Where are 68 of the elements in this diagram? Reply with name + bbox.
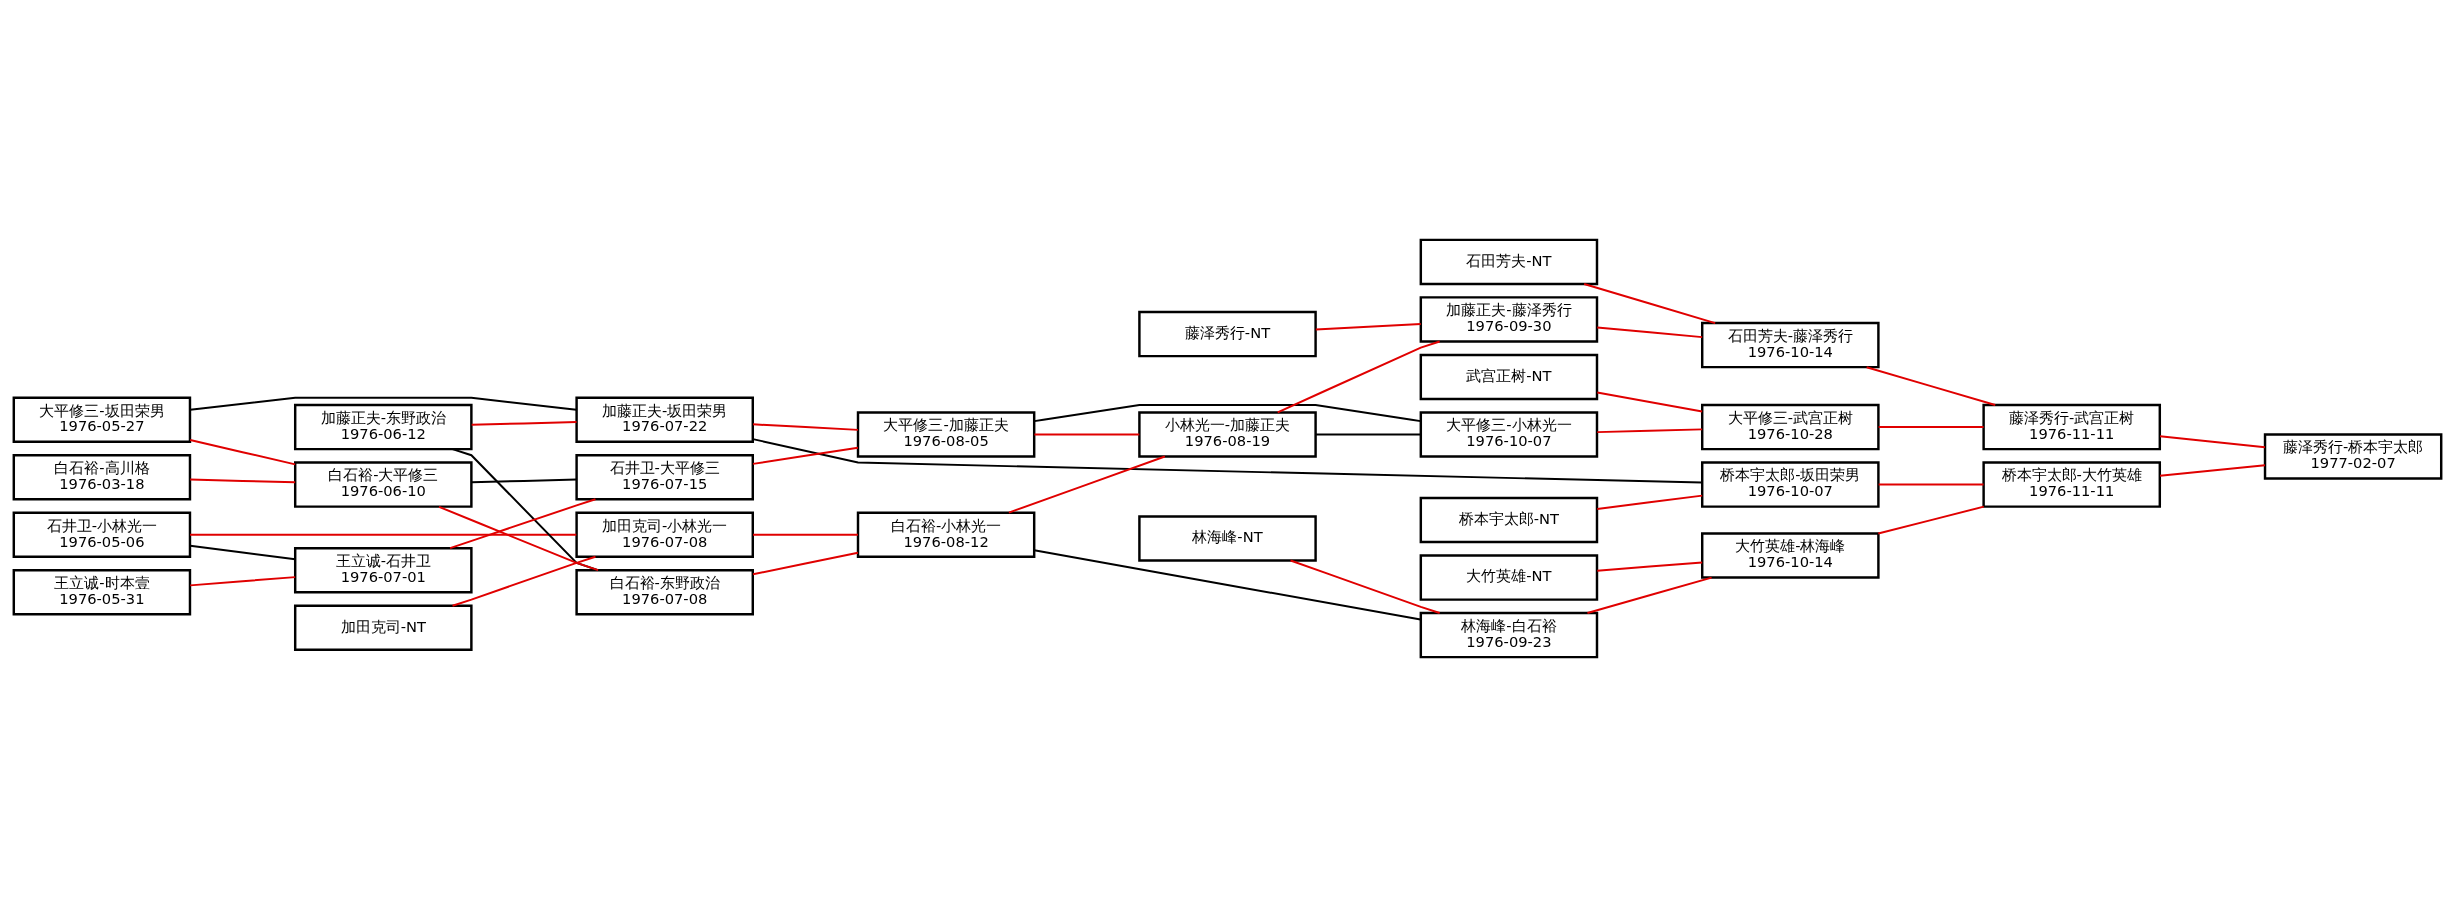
node-box: 石井卫-大平修三 1976-07-15	[575, 454, 754, 501]
connector	[1865, 366, 1997, 406]
node-box: 大平修三-加藤正夫 1976-08-05	[856, 411, 1036, 458]
connector	[1877, 505, 1985, 535]
node-box: 大竹英雄-NT	[1419, 554, 1599, 601]
connector	[1007, 455, 1166, 514]
connector	[189, 544, 297, 561]
connector	[1033, 549, 1422, 621]
node-box: 桥本宇太郎-坂田荣男 1976-10-07	[1701, 461, 1880, 508]
node-box: 加藤正夫-东野政治 1976-06-12	[293, 403, 473, 451]
connector	[449, 498, 597, 550]
node-box: 加田克司-NT	[293, 604, 473, 651]
connector	[1276, 340, 1441, 414]
node-box: 石井卫-小林光一 1976-05-06	[12, 511, 192, 558]
node-box: 白石裕-大平修三 1976-06-10	[293, 461, 473, 508]
node-box: 大平修三-坂田荣男 1976-05-27	[12, 396, 192, 443]
node-box: 加藤正夫-坂田荣男 1976-07-22	[575, 396, 754, 443]
connector	[2159, 435, 2266, 449]
connector	[752, 551, 859, 576]
connector	[1033, 433, 1141, 436]
connector	[1314, 323, 1422, 331]
connector	[1596, 428, 1704, 434]
node-box: 王立诚-石井卫 1976-07-01	[293, 547, 473, 594]
node-box: 大平修三-武宫正树 1976-10-28	[1701, 403, 1880, 451]
node-box: 武宫正树-NT	[1419, 353, 1599, 401]
connector	[752, 533, 859, 536]
connector	[1314, 433, 1422, 436]
connector	[1586, 576, 1713, 614]
connector	[1877, 483, 1985, 486]
connector	[1033, 404, 1422, 423]
node-box: 白石裕-高川格 1976-03-18	[12, 454, 192, 501]
connector	[752, 423, 859, 431]
node-box: 桥本宇太郎-大竹英雄 1976-11-11	[1982, 461, 2162, 508]
node-box: 加田克司-小林光一 1976-07-08	[575, 511, 754, 558]
node-box: 小林光一-加藤正夫 1976-08-19	[1138, 411, 1317, 458]
connector	[189, 576, 297, 587]
connector	[189, 533, 578, 536]
connector	[470, 478, 578, 484]
connector	[1596, 391, 1704, 413]
connector	[752, 438, 1703, 484]
connector	[189, 396, 578, 411]
connector	[1583, 283, 1717, 325]
node-box: 藤泽秀行-NT	[1138, 310, 1317, 358]
node-box: 加藤正夫-藤泽秀行 1976-09-30	[1419, 296, 1599, 343]
node-box: 王立诚-时本壹 1976-05-31	[12, 569, 192, 616]
connector	[189, 439, 297, 466]
connector	[189, 478, 297, 484]
connector	[438, 505, 600, 572]
connector	[1877, 426, 1985, 429]
connector	[470, 421, 578, 426]
node-box: 白石裕-东野政治 1976-07-08	[575, 569, 754, 616]
connector	[1596, 494, 1704, 510]
connector	[1289, 559, 1441, 615]
node-box: 桥本宇太郎-NT	[1419, 496, 1599, 544]
connector	[1596, 561, 1704, 572]
node-box: 林海峰-NT	[1138, 515, 1317, 562]
node-box: 藤泽秀行-桥本宇太郎 1977-02-07	[2263, 433, 2443, 480]
node-box: 白石裕-小林光一 1976-08-12	[856, 511, 1036, 558]
node-box: 大平修三-小林光一 1976-10-07	[1419, 411, 1599, 458]
node-box: 林海峰-白石裕 1976-09-23	[1419, 611, 1599, 659]
connector	[2159, 464, 2266, 477]
connector	[1596, 326, 1704, 339]
connector	[752, 446, 859, 465]
node-box: 石田芳夫-藤泽秀行 1976-10-14	[1701, 321, 1880, 369]
connector	[451, 555, 597, 607]
node-box: 石田芳夫-NT	[1419, 238, 1599, 286]
node-box: 藤泽秀行-武宫正树 1976-11-11	[1982, 403, 2162, 451]
node-box: 大竹英雄-林海峰 1976-10-14	[1701, 532, 1880, 579]
